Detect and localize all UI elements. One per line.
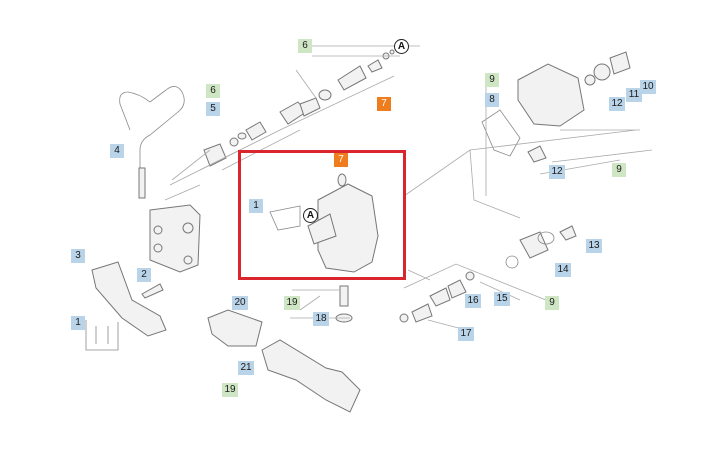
label-part-9-bottom: 9	[545, 296, 559, 310]
label-part-2: 2	[137, 268, 151, 282]
label-part-9-top: 9	[485, 73, 499, 87]
label-part-10: 10	[640, 80, 656, 94]
label-part-12-a: 12	[609, 97, 625, 111]
label-part-16: 16	[465, 294, 481, 308]
screw-part	[141, 283, 164, 299]
check-valve-part	[519, 231, 549, 259]
label-part-17: 17	[458, 327, 474, 341]
hook-pin-part	[138, 167, 146, 199]
nozzle-pin-part	[339, 285, 349, 307]
wall-bracket-part	[149, 204, 201, 273]
seal-ring-part	[481, 109, 521, 157]
label-part-21: 21	[238, 361, 254, 375]
hose-adapter-part	[261, 339, 361, 413]
clip-part	[85, 320, 119, 351]
label-part-6-top: 6	[298, 39, 312, 53]
hose-hook-part	[119, 86, 185, 190]
label-part-15: 15	[494, 292, 510, 306]
label-part-3: 3	[71, 249, 85, 263]
label-part-12-b: 12	[549, 165, 565, 179]
inlet-pipe-part	[91, 261, 167, 337]
valve-housing-part	[317, 183, 379, 273]
coupler-part	[207, 309, 263, 347]
label-part-8: 8	[485, 93, 499, 107]
label-part-19-b: 19	[222, 383, 238, 397]
label-part-14: 14	[555, 263, 571, 277]
label-part-11: 11	[626, 88, 642, 102]
label-part-20: 20	[232, 296, 248, 310]
handle-part	[269, 205, 301, 231]
label-part-7-box: 7	[334, 153, 348, 167]
pump-cover-part	[517, 63, 585, 127]
label-part-1-left: 1	[71, 316, 85, 330]
highlight-box	[238, 150, 406, 280]
label-part-1-inner: 1	[249, 199, 263, 213]
reference-a-box: A	[303, 208, 318, 223]
label-part-18: 18	[313, 312, 329, 326]
label-part-19-a: 19	[284, 296, 300, 310]
label-part-5: 5	[206, 102, 220, 116]
label-part-9-mid: 9	[612, 163, 626, 177]
reference-a-top: A	[394, 39, 409, 54]
label-part-7-top: 7	[377, 97, 391, 111]
label-part-13: 13	[586, 239, 602, 253]
label-part-4: 4	[110, 144, 124, 158]
label-part-6-left: 6	[206, 84, 220, 98]
